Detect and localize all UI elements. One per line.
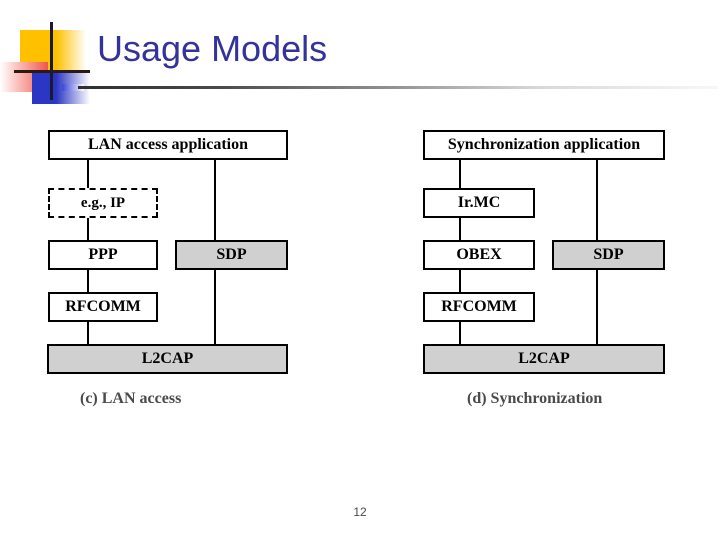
node-l2cap[interactable]: L2CAP: [47, 344, 288, 374]
logo-blue-square: [32, 72, 58, 104]
logo-vertical-line: [50, 22, 53, 100]
edge-rfcomm-to-l2cap: [459, 322, 461, 344]
edge-lan-app-to-sdp: [214, 158, 216, 240]
title-rule: [78, 86, 718, 89]
node-ppp[interactable]: PPP: [48, 240, 158, 270]
usage-models-figure: LAN access application e.g., IP PPP SDP …: [0, 110, 720, 420]
panel-synchronization: Synchronization application Ir.MC OBEX S…: [390, 110, 720, 420]
page-number: 12: [353, 505, 367, 519]
page-title: Usage Models: [97, 28, 328, 69]
panel-lan-access: LAN access application e.g., IP PPP SDP …: [18, 110, 358, 420]
node-sdp[interactable]: SDP: [552, 240, 665, 270]
node-eg-ip[interactable]: e.g., IP: [48, 188, 158, 218]
logo-horizontal-line: [14, 70, 90, 73]
node-l2cap[interactable]: L2CAP: [423, 344, 665, 374]
slide-header: Usage Models: [0, 0, 720, 105]
edge-sdp-to-l2cap: [596, 270, 598, 344]
edge-sync-app-to-sdp: [596, 158, 598, 240]
caption-synchronization: (d) Synchronization: [467, 390, 603, 407]
node-obex[interactable]: OBEX: [423, 240, 535, 270]
node-rfcomm[interactable]: RFCOMM: [423, 292, 535, 322]
edge-rfcomm-to-l2cap: [87, 322, 89, 344]
logo-yellow-gradient: [56, 30, 86, 74]
edge-obex-to-rfcomm: [459, 270, 461, 292]
node-rfcomm[interactable]: RFCOMM: [48, 292, 158, 322]
edge-lan-app-to-eg-ip: [87, 158, 89, 188]
node-irmc[interactable]: Ir.MC: [423, 188, 535, 218]
node-lan-access-application[interactable]: LAN access application: [48, 130, 288, 160]
caption-lan-access: (c) LAN access: [80, 390, 182, 407]
edge-irmc-to-obex: [459, 218, 461, 240]
edge-sdp-to-l2cap: [214, 270, 216, 344]
edge-sync-app-to-irmc: [459, 158, 461, 188]
edge-eg-ip-to-ppp: [87, 218, 89, 240]
node-sdp[interactable]: SDP: [175, 240, 288, 270]
title-rule-accent: [62, 84, 84, 91]
node-synchronization-application[interactable]: Synchronization application: [423, 130, 665, 160]
edge-ppp-to-rfcomm: [87, 270, 89, 292]
